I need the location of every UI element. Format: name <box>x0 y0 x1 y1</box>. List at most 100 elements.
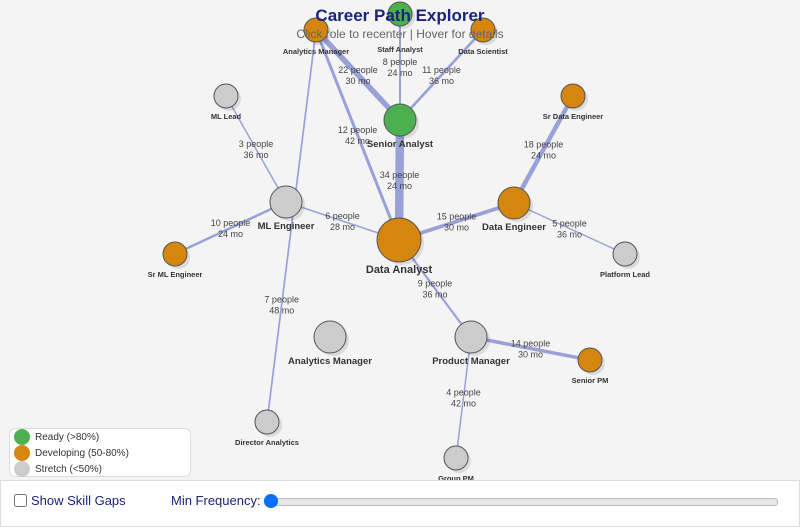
role-node[interactable]: Analytics Manager <box>283 17 349 56</box>
role-node-label: Sr ML Engineer <box>148 270 203 279</box>
edge-months-label: 36 mo <box>243 150 268 160</box>
edge-months-label: 24 mo <box>387 68 412 78</box>
role-node-circle[interactable] <box>612 241 638 267</box>
edge-people-label: 9 people <box>418 279 453 289</box>
role-node-circle[interactable] <box>162 241 188 267</box>
role-node[interactable]: Director Analytics <box>235 409 299 447</box>
role-node-circle[interactable] <box>303 17 329 43</box>
role-node[interactable]: ML Engineer <box>258 185 315 232</box>
legend-stretch: Stretch (<50%) <box>14 461 190 477</box>
role-node-label: Staff Analyst <box>377 45 423 54</box>
role-node[interactable]: Senior PM <box>572 347 609 385</box>
edge-months-label: 24 mo <box>531 151 556 161</box>
ready-swatch-icon <box>14 429 30 445</box>
role-node-label: Senior PM <box>572 376 609 385</box>
edge-months-label: 30 mo <box>444 223 469 233</box>
role-node-circle[interactable] <box>497 186 531 220</box>
role-node-circle[interactable] <box>313 320 347 354</box>
edge-months-label: 36 mo <box>557 230 582 240</box>
role-node-circle[interactable] <box>560 83 586 109</box>
min-frequency-slider-track[interactable] <box>264 498 778 506</box>
career-edge[interactable] <box>398 29 485 121</box>
edge-months-label: 24 mo <box>387 181 412 191</box>
controls-bar: Show Skill Gaps Min Frequency: <box>0 480 800 527</box>
role-node[interactable]: Platform Lead <box>600 241 650 279</box>
role-node-circle[interactable] <box>387 1 413 27</box>
edge-months-label: 30 mo <box>345 76 370 86</box>
edge-people-label: 10 people <box>211 218 251 228</box>
role-node-circle[interactable] <box>269 185 303 219</box>
min-frequency-slider-thumb[interactable] <box>264 494 278 508</box>
stretch-swatch-icon <box>14 461 30 477</box>
role-node-circle[interactable] <box>254 409 280 435</box>
edge-people-label: 8 people <box>383 57 418 67</box>
role-node-label: Data Scientist <box>458 47 508 56</box>
role-node[interactable]: Sr Data Engineer <box>543 83 604 121</box>
edge-months-label: 42 mo <box>345 136 370 146</box>
role-node-label: Product Manager <box>432 356 510 367</box>
role-node-label: Data Analyst <box>366 264 433 276</box>
role-node-circle[interactable] <box>213 83 239 109</box>
career-edge[interactable] <box>314 29 401 241</box>
role-node-label: Analytics Manager <box>288 356 372 367</box>
role-node-label: Data Engineer <box>482 222 546 233</box>
edge-people-label: 34 people <box>380 170 420 180</box>
career-edge[interactable] <box>512 94 575 205</box>
role-node-label: Senior Analyst <box>367 139 434 150</box>
role-node[interactable]: Data Analyst <box>366 217 433 276</box>
legend-developing: Developing (50-80%) <box>14 445 190 461</box>
edge-months-label: 24 mo <box>218 229 243 239</box>
show-skill-gaps-checkbox[interactable] <box>14 494 27 507</box>
min-frequency-label: Min Frequency: <box>171 493 261 508</box>
role-node[interactable]: Sr ML Engineer <box>148 241 203 279</box>
legend: Ready (>80%) Developing (50-80%) Stretch… <box>9 428 191 477</box>
show-skill-gaps-label: Show Skill Gaps <box>31 493 126 508</box>
career-edge[interactable] <box>266 29 317 423</box>
role-node-circle[interactable] <box>383 103 417 137</box>
role-node[interactable]: Data Scientist <box>458 17 508 56</box>
legend-developing-label: Developing (50-80%) <box>35 447 129 459</box>
edge-people-label: 15 people <box>437 212 477 222</box>
edge-people-label: 18 people <box>524 140 564 150</box>
role-node-circle[interactable] <box>443 445 469 471</box>
role-node[interactable]: Product Manager <box>432 320 510 367</box>
page-subtitle: Click role to recenter | Hover for detai… <box>296 27 504 41</box>
career-edge[interactable] <box>225 95 287 203</box>
legend-ready-label: Ready (>80%) <box>35 431 100 443</box>
career-edge[interactable] <box>513 202 626 255</box>
show-skill-gaps-toggle[interactable]: Show Skill Gaps <box>14 493 126 508</box>
edge-people-label: 12 people <box>338 125 378 135</box>
edge-months-label: 30 mo <box>518 350 543 360</box>
edge-months-label: 36 mo <box>422 290 447 300</box>
career-edge[interactable] <box>470 335 591 362</box>
career-edge[interactable] <box>313 28 403 122</box>
legend-ready: Ready (>80%) <box>14 429 190 445</box>
role-node-label: ML Lead <box>211 112 242 121</box>
career-edge[interactable] <box>455 336 472 459</box>
edge-people-label: 14 people <box>511 339 551 349</box>
edge-people-label: 6 people <box>325 211 360 221</box>
role-node-label: Sr Data Engineer <box>543 112 604 121</box>
edge-people-label: 22 people <box>338 65 378 75</box>
edge-months-label: 28 mo <box>330 222 355 232</box>
career-edge[interactable] <box>174 200 287 256</box>
role-node[interactable]: Staff Analyst <box>377 1 423 54</box>
role-node-label: Group PM <box>438 474 474 480</box>
role-node-label: Analytics Manager <box>283 47 349 56</box>
role-node-label: Platform Lead <box>600 270 650 279</box>
role-node[interactable]: ML Lead <box>211 83 242 121</box>
role-node-circle[interactable] <box>376 217 422 263</box>
legend-stretch-label: Stretch (<50%) <box>35 463 102 475</box>
role-node-circle[interactable] <box>470 17 496 43</box>
role-node-circle[interactable] <box>577 347 603 373</box>
edge-people-label: 7 people <box>264 294 299 304</box>
role-node[interactable]: Senior Analyst <box>367 103 434 150</box>
edge-people-label: 5 people <box>552 219 587 229</box>
edge-people-label: 11 people <box>422 65 461 75</box>
role-node[interactable]: Analytics Manager <box>288 320 372 367</box>
role-node[interactable]: Data Engineer <box>482 186 546 233</box>
role-node[interactable]: Group PM <box>438 445 474 480</box>
role-node-circle[interactable] <box>454 320 488 354</box>
edge-months-label: 36 mo <box>429 76 454 86</box>
edge-months-label: 48 mo <box>269 305 294 315</box>
